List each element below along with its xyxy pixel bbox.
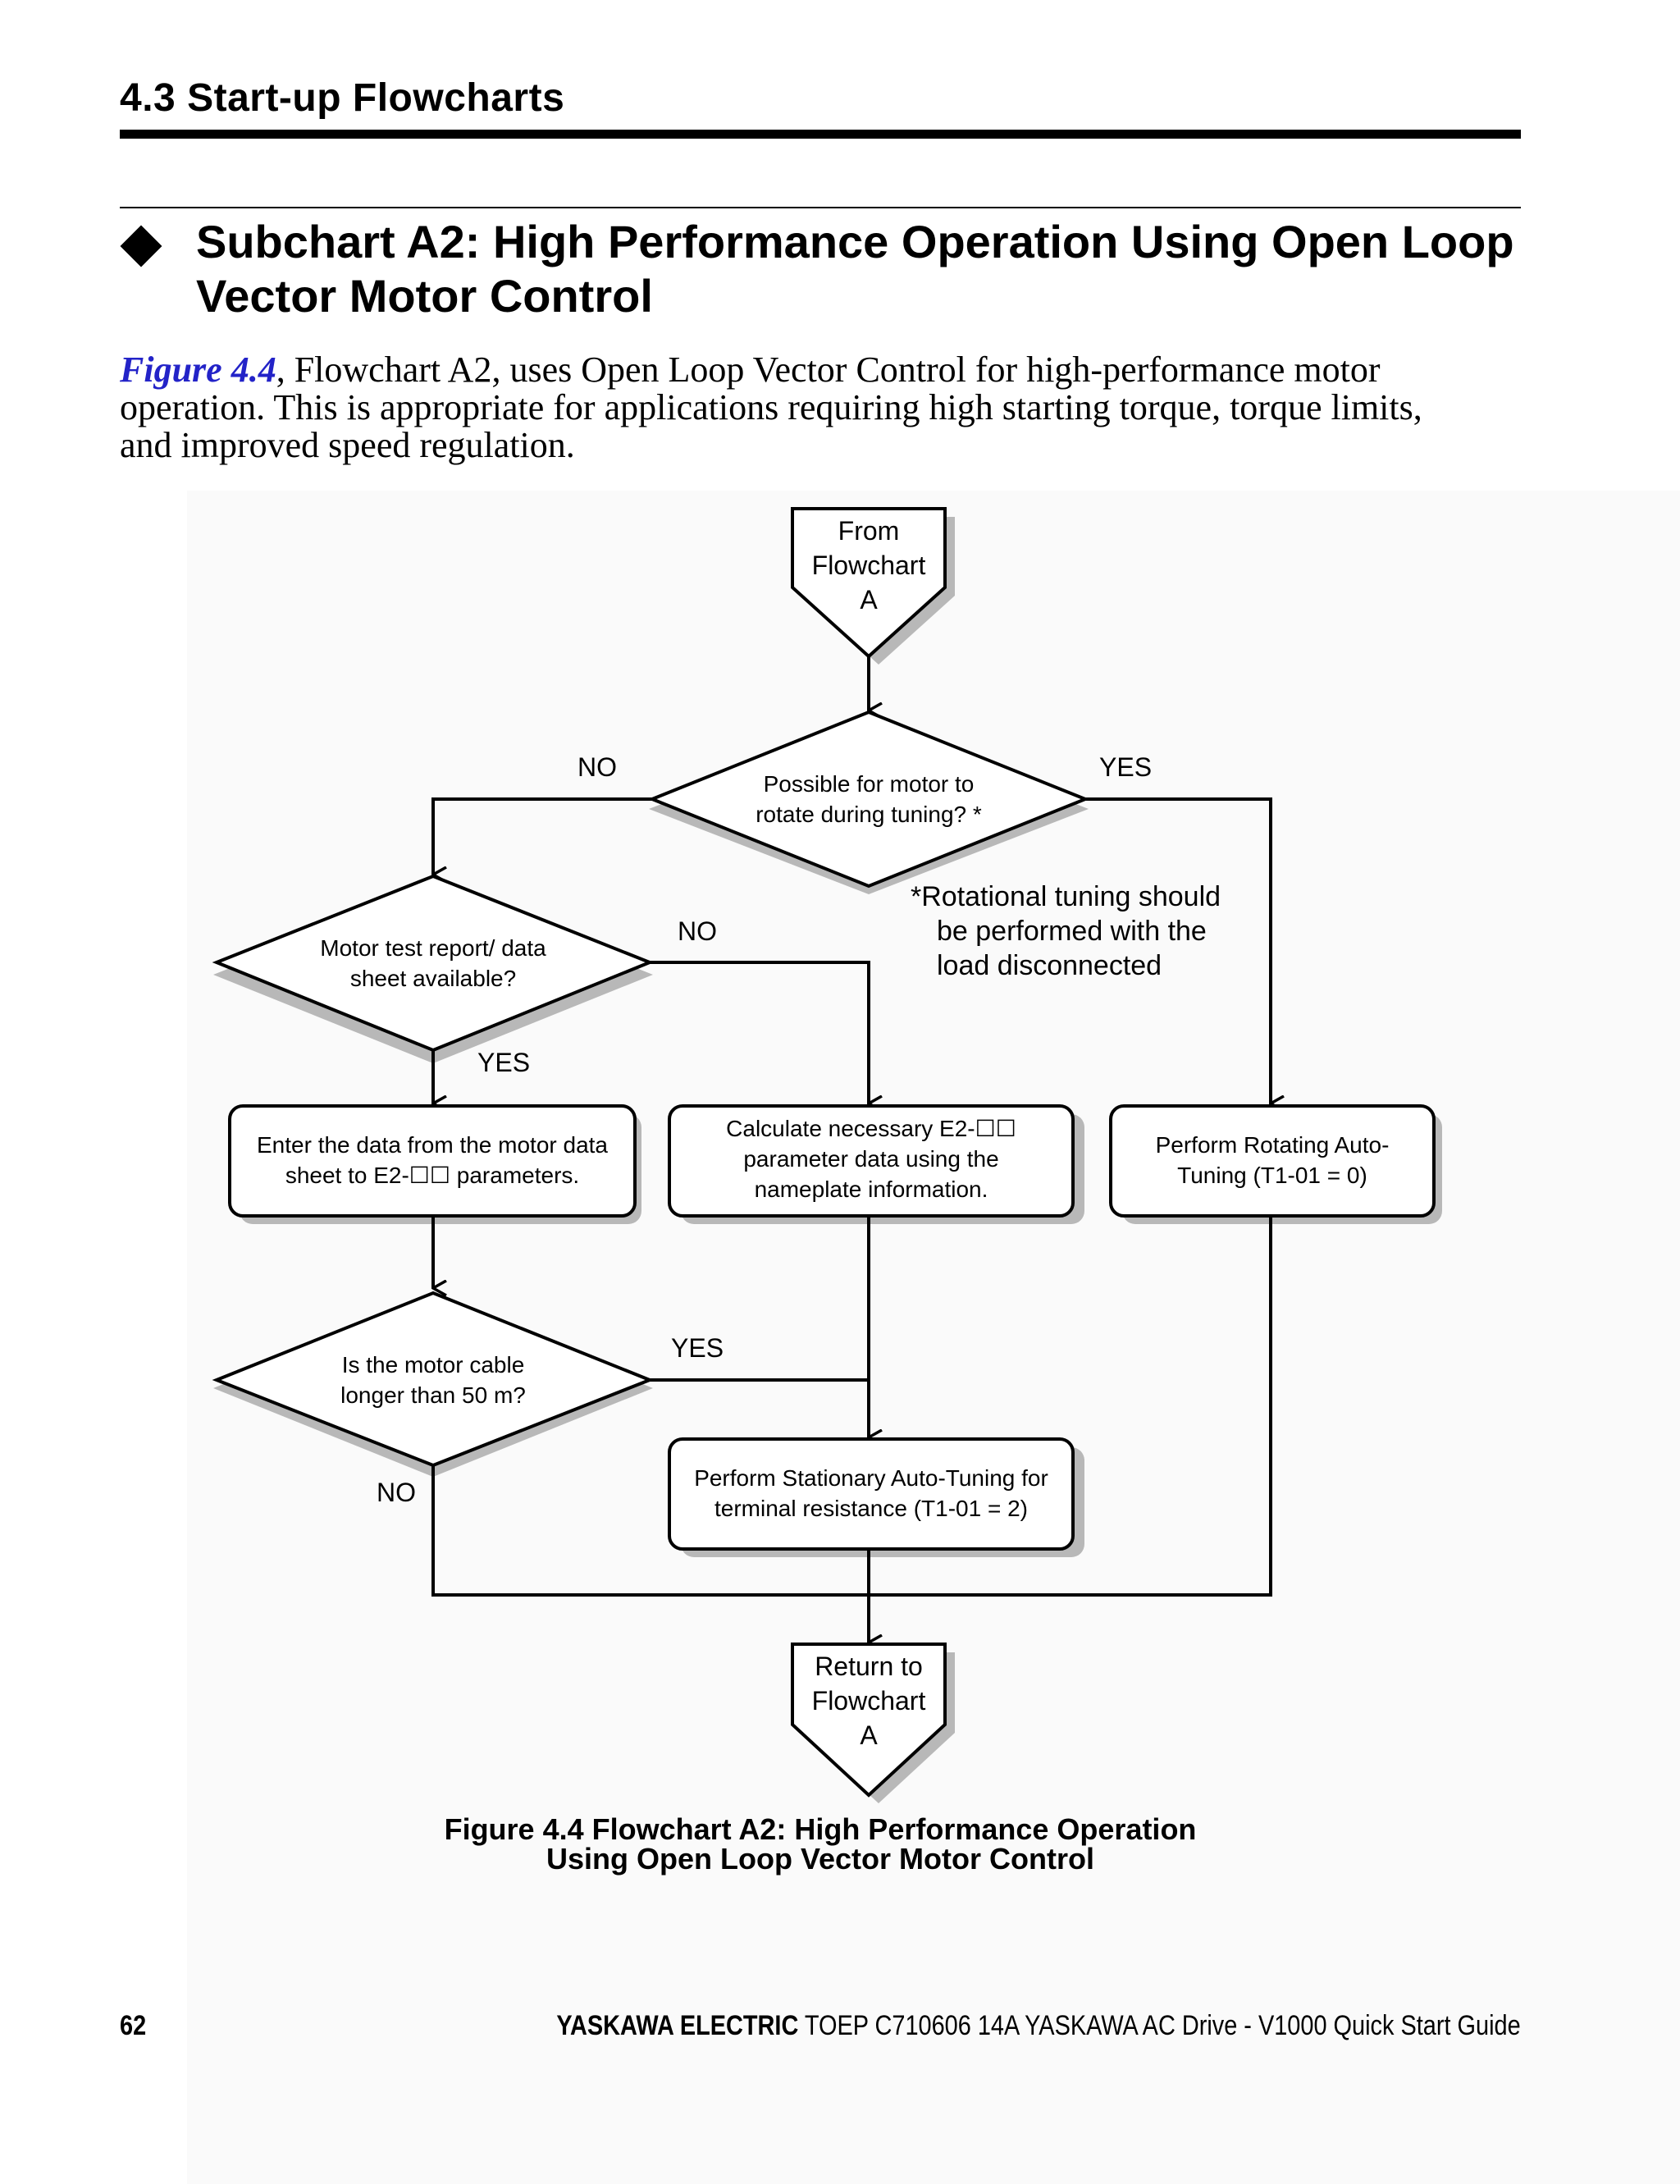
note-line-3: load disconnected	[937, 950, 1162, 981]
page-number: 62	[120, 2010, 147, 2041]
decision-report-line-1: Motor test report/ data	[320, 935, 546, 961]
subheading: Subchart A2: High Performance Operation …	[196, 215, 1541, 323]
box-rotating-line-2: Tuning (T1-01 = 0)	[1177, 1163, 1367, 1188]
intro-paragraph: Figure 4.4, Flowchart A2, uses Open Loop…	[120, 351, 1531, 464]
box-enter-line-1: Enter the data from the motor data	[257, 1132, 608, 1158]
decision-rotate-line-1: Possible for motor to	[764, 771, 975, 797]
decision-cable	[212, 1291, 655, 1468]
box-stationary-line-1: Perform Stationary Auto-Tuning for	[694, 1465, 1048, 1491]
box-calculate-line-1: Calculate necessary E2-☐☐	[726, 1116, 1016, 1141]
note-line-2: be performed with the	[937, 916, 1207, 947]
label-report-no: NO	[678, 916, 717, 946]
label-cable-no: NO	[377, 1478, 416, 1507]
shapes	[212, 507, 1436, 1798]
section-divider	[120, 207, 1521, 208]
decision-cable-line-2: longer than 50 m?	[340, 1382, 526, 1408]
start-line-1: From	[838, 516, 900, 546]
start-line-3: A	[860, 585, 878, 615]
end-line-1: Return to	[815, 1652, 923, 1681]
connectors	[431, 656, 1271, 1643]
box-calculate-line-3: nameplate information.	[755, 1177, 988, 1202]
label-cable-yes: YES	[671, 1333, 724, 1363]
box-calculate-line-2: parameter data using the	[743, 1146, 998, 1172]
decision-rotate-line-2: rotate during tuning? *	[756, 802, 982, 827]
figure-caption: Figure 4.4 Flowchart A2: High Performanc…	[0, 1815, 1641, 1874]
decision-rotate	[647, 710, 1090, 889]
box-rotating-line-1: Perform Rotating Auto-	[1156, 1132, 1390, 1158]
box-rotating-tuning	[1109, 1104, 1436, 1218]
end-terminator	[791, 1643, 947, 1798]
label-rotate-no: NO	[578, 752, 617, 782]
header-rule	[120, 130, 1521, 139]
footer-title: TOEP C710606 14A YASKAWA AC Drive - V100…	[798, 2010, 1521, 2041]
decision-cable-line-1: Is the motor cable	[342, 1352, 525, 1378]
intro-line-2: operation. This is appropriate for appli…	[120, 387, 1422, 427]
start-terminator	[791, 507, 947, 659]
footer-doc-title: YASKAWA ELECTRIC TOEP C710606 14A YASKAW…	[557, 2010, 1521, 2042]
box-calculate	[668, 1104, 1075, 1218]
end-line-2: Flowchart	[812, 1686, 926, 1716]
footer-publisher: YASKAWA ELECTRIC	[556, 2010, 799, 2041]
decision-report-line-2: sheet available?	[350, 966, 516, 991]
box-stationary-line-2: terminal resistance (T1-01 = 2)	[714, 1496, 1028, 1521]
subheading-line-1: Subchart A2: High Performance Operation …	[196, 216, 1514, 267]
box-enter-line-2: sheet to E2-☐☐ parameters.	[285, 1163, 579, 1188]
label-report-yes: YES	[477, 1048, 530, 1077]
figure-link[interactable]: Figure 4.4	[120, 350, 276, 390]
caption-line-1: Figure 4.4 Flowchart A2: High Performanc…	[444, 1812, 1197, 1846]
intro-line-3: and improved speed regulation.	[120, 425, 575, 465]
section-title: 4.3 Start-up Flowcharts	[120, 76, 565, 120]
box-stationary-tuning	[668, 1437, 1075, 1551]
note-line-1: *Rotational tuning should	[911, 881, 1221, 912]
label-rotate-yes: YES	[1099, 752, 1152, 782]
caption-line-2: Using Open Loop Vector Motor Control	[546, 1842, 1094, 1876]
decision-report	[212, 874, 655, 1053]
intro-line-1: , Flowchart A2, uses Open Loop Vector Co…	[276, 350, 1381, 390]
box-enter-data	[228, 1104, 637, 1218]
subheading-line-2: Vector Motor Control	[196, 270, 653, 322]
end-line-3: A	[860, 1720, 878, 1750]
start-line-2: Flowchart	[812, 551, 926, 580]
